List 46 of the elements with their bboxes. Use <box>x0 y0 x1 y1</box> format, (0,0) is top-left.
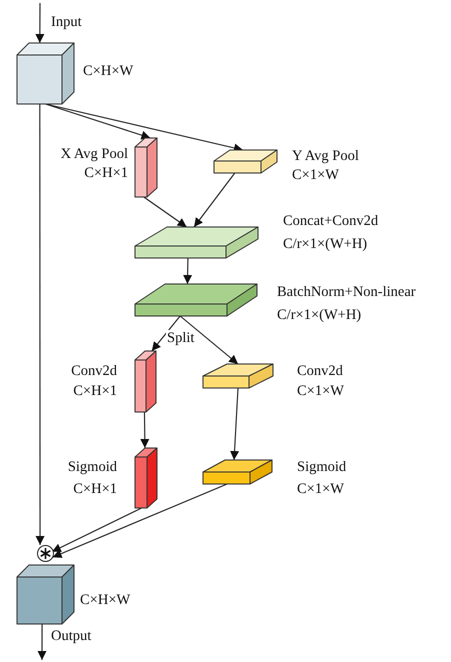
arrow <box>35 3 44 43</box>
x-sigmoid-block <box>135 448 157 508</box>
layer-label: Conv2d <box>297 363 343 380</box>
batchnorm-block <box>135 284 257 316</box>
edge-label: Input <box>50 14 83 30</box>
input-tensor-cube <box>17 43 74 104</box>
arrow <box>45 103 151 140</box>
arrow <box>230 388 240 460</box>
multiply-operator-circle <box>37 545 54 562</box>
y-conv-block <box>203 364 273 388</box>
tensor-shape-label: C×1×W <box>297 383 344 400</box>
tensor-shape-label: C×H×1 <box>73 383 117 400</box>
tensor-shape-label: C×1×W <box>292 167 339 184</box>
layer-label: X Avg Pool <box>60 146 128 163</box>
arrow <box>36 104 45 545</box>
edge-label: Split <box>166 330 196 346</box>
arrow <box>140 412 150 448</box>
tensor-shape-label: C×H×W <box>83 63 134 80</box>
arrow <box>38 624 47 660</box>
x-conv-block <box>135 351 156 412</box>
tensor-shape-label: C×H×1 <box>73 481 117 498</box>
y-sigmoid-block <box>203 460 272 484</box>
arrow <box>151 316 181 352</box>
tensor-shape-label: C×H×1 <box>84 165 128 182</box>
layer-label: Sigmoid <box>297 459 346 476</box>
output-tensor-cube <box>17 565 74 624</box>
tensor-shape-label: C/r×1×(W+H) <box>283 236 368 253</box>
arrow <box>183 258 192 284</box>
tensor-shape-label: C×1×W <box>297 481 344 498</box>
layer-label: Concat+Conv2d <box>283 213 378 230</box>
arrow <box>194 172 236 228</box>
x-pool-block <box>135 138 157 197</box>
tensor-shape-label: C×H×W <box>80 592 130 609</box>
tensor-shape-label: C/r×1×(W+H) <box>277 307 362 324</box>
layer-label: Y Avg Pool <box>292 148 359 165</box>
arrow <box>52 508 142 552</box>
layer-label: Sigmoid <box>68 459 117 476</box>
arrow <box>52 484 228 558</box>
concat-conv-block <box>135 227 258 258</box>
layer-label: Conv2d <box>71 363 117 380</box>
arrow <box>143 196 187 228</box>
y-pool-block <box>214 150 277 173</box>
arrow <box>180 316 238 364</box>
layer-label: BatchNorm+Non-linear <box>277 284 416 301</box>
edge-label: Output <box>50 628 92 644</box>
arrow <box>45 103 244 152</box>
